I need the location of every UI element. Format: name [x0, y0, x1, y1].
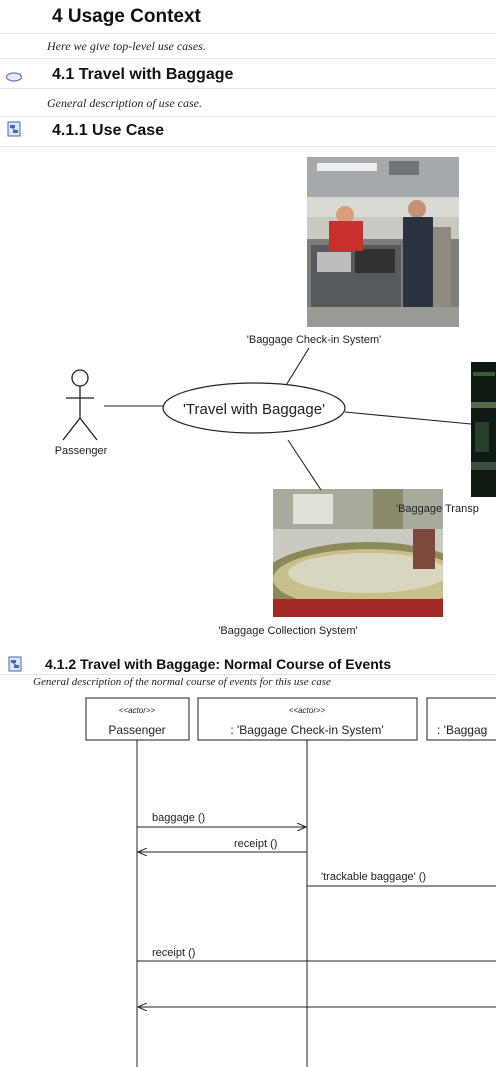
- normal-course-subtitle: General description of the normal course…: [33, 676, 331, 688]
- association-line: [287, 439, 322, 491]
- actor-figure: [62, 369, 98, 441]
- divider: [0, 58, 496, 59]
- subsection-subtitle: General description of use case.: [47, 96, 202, 110]
- normal-course-title: 4.1.2 Travel with Baggage: Normal Course…: [45, 656, 392, 672]
- section-subtitle: Here we give top-level use cases.: [47, 39, 206, 53]
- system-label: 'Baggage Check-in System': [247, 334, 381, 346]
- lifeline-box: [85, 697, 190, 741]
- use-case-label: 'Travel with Baggage': [183, 401, 325, 418]
- divider: [0, 674, 496, 675]
- oval-use-case-icon: [5, 70, 23, 88]
- divider: [0, 146, 496, 147]
- section-title: 4 Usage Context: [52, 6, 201, 27]
- diagram-doc-icon: [8, 656, 23, 677]
- lifeline-name: Passenger: [108, 723, 165, 737]
- baggage-collection-photo: [273, 489, 443, 617]
- use-case-title: 4.1.1 Use Case: [52, 122, 165, 139]
- baggage-check-in-photo: [307, 157, 459, 327]
- divider: [0, 116, 496, 117]
- subsection-title: 4.1 Travel with Baggage: [52, 66, 234, 83]
- lifeline-name: : 'Baggag: [437, 723, 487, 737]
- use-case-diagram: 'Travel with Baggage' Passenger 'Baggage…: [55, 334, 479, 637]
- association-line: [344, 411, 472, 425]
- message-label: receipt (): [152, 947, 195, 959]
- lifeline-name: : 'Baggage Check-in System': [230, 723, 383, 737]
- lifeline-stereotype: <<actor>>: [119, 706, 156, 715]
- baggage-transport-photo: [471, 362, 496, 497]
- lifeline-stereotype: <<actor>>: [289, 706, 326, 715]
- diagram-doc-icon: [7, 121, 22, 142]
- lifeline-box: [197, 697, 418, 741]
- actor-label: Passenger: [55, 445, 108, 457]
- system-label: 'Baggage Collection System': [218, 625, 357, 637]
- message-label: 'trackable baggage' (): [321, 871, 426, 883]
- message-label: baggage (): [152, 812, 205, 824]
- lifeline-box: [426, 697, 496, 741]
- message-label: receipt (): [234, 838, 277, 850]
- system-label: 'Baggage Transp: [396, 503, 479, 515]
- association-line: [284, 347, 310, 388]
- divider: [0, 33, 496, 34]
- use-case-ellipse: [162, 382, 346, 434]
- divider: [0, 88, 496, 89]
